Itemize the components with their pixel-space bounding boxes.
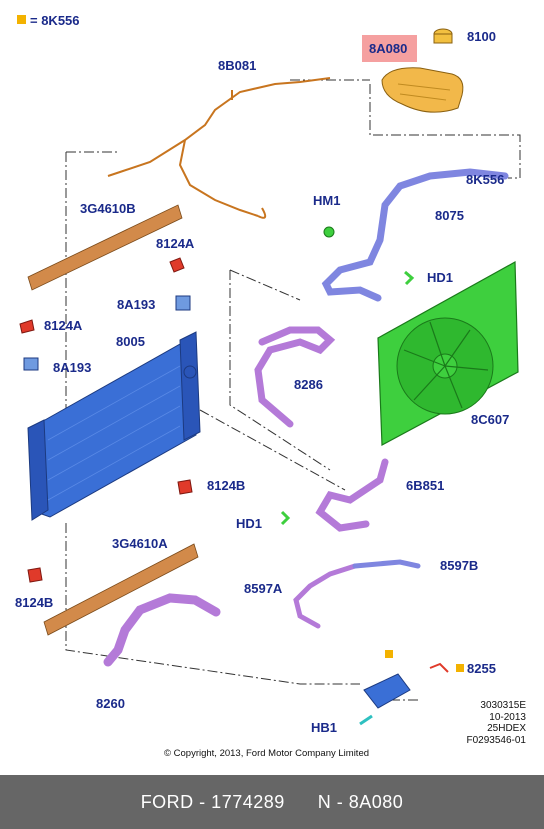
footer-bar: FORD - 1774289 N - 8A080: [0, 775, 544, 829]
fan-shroud: [377, 260, 519, 446]
label-3G4610A: 3G4610A: [112, 536, 168, 551]
label-HB1: HB1: [311, 720, 338, 735]
info-line-code: 3030315E: [480, 700, 526, 711]
label-8A193-right: 8A193: [117, 297, 156, 312]
label-8597B: 8597B: [440, 558, 479, 573]
legend-marker: [17, 15, 26, 24]
cooling-system-diagram: [17, 15, 521, 726]
label-8124A-top: 8124A: [156, 236, 195, 251]
copyright-text: © Copyright, 2013, Ford Motor Company Li…: [164, 748, 370, 759]
info-line-ref: F0293546-01: [466, 734, 527, 746]
label-8100: 8100: [467, 29, 496, 44]
mount-cap-8124B-right: [177, 479, 193, 495]
part-highlight-8A080: [362, 35, 417, 62]
label-3G4610B: 3G4610B: [80, 201, 136, 216]
label-8286: 8286: [294, 377, 323, 392]
hose-8597B: [352, 559, 421, 569]
label-HD1-top: HD1: [427, 270, 454, 285]
label-6B851: 6B851: [406, 478, 445, 493]
info-line-date: 10-2013: [489, 711, 526, 723]
label-8B081: 8B081: [218, 58, 257, 73]
hose-clip-HD1-top: [404, 270, 415, 286]
coolant-pump: [359, 650, 464, 726]
hose-8597A: [293, 563, 358, 629]
leader-lines: [65, 79, 521, 701]
label-8124A-left: 8124A: [44, 318, 83, 333]
bracket-right: [175, 295, 191, 311]
label-HM1: HM1: [313, 193, 341, 208]
label-8260: 8260: [96, 696, 125, 711]
info-line-variant: 25HDEX: [487, 723, 526, 734]
mount-cap-8124B-left: [27, 567, 43, 583]
label-8075: 8075: [435, 208, 464, 223]
label-8124B-left: 8124B: [15, 595, 54, 610]
lower-hose: [103, 593, 221, 667]
air-seal-upper: [27, 204, 183, 291]
label-8A080: 8A080: [369, 41, 408, 56]
air-seal-lower: [43, 543, 199, 636]
label-8255: 8255: [467, 661, 496, 676]
radiator: [27, 331, 201, 521]
hose-8286: [254, 326, 336, 428]
wiring-harness: [107, 77, 331, 219]
label-8A193-left: 8A193: [53, 360, 92, 375]
mount-cap-8124A-top: [169, 257, 185, 273]
label-8005: 8005: [116, 334, 145, 349]
hose-6B851: [315, 458, 389, 532]
hose-clamp-HM1: [323, 226, 335, 238]
label-8C607: 8C607: [471, 412, 510, 427]
reservoir-cap: [433, 28, 453, 44]
label-HD1-mid: HD1: [236, 516, 263, 531]
legend-text: = 8K556: [30, 13, 80, 28]
label-8K556: 8K556: [466, 172, 505, 187]
footer-part-number: FORD - 1774289 N - 8A080: [140, 791, 404, 812]
upper-hose: [321, 168, 509, 302]
bracket-left: [23, 357, 39, 371]
coolant-reservoir: [381, 67, 464, 113]
info-block: 3030315E 10-2013 25HDEX F0293546-01: [450, 700, 527, 746]
label-8597A: 8597A: [244, 581, 283, 596]
hose-clip-HD1-mid: [280, 510, 291, 526]
mount-cap-8124A-left: [19, 319, 35, 334]
label-8124B-right: 8124B: [207, 478, 246, 493]
